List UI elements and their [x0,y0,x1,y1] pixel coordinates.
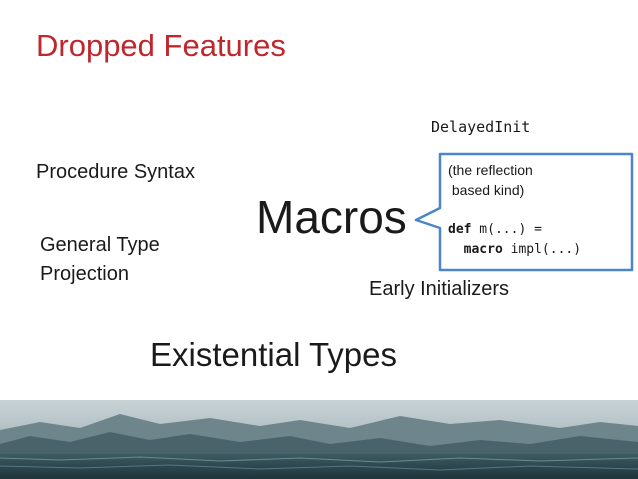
callout-line-2: based kind) [448,182,525,198]
general-type-line-1: General Type [40,234,160,256]
callout-code-line-1: def m(...) = [448,220,581,240]
existential-types-label: Existential Types [150,336,398,373]
code-indent [448,242,464,257]
mountain-landscape-banner [0,400,638,479]
callout-blank-line [448,200,581,220]
early-initializers-label: Early Initializers [369,278,510,300]
code-keyword-macro: macro [463,242,503,257]
callout-shape [414,152,634,272]
callout-text: (the reflection based kind) def m(...) =… [448,160,581,260]
procedure-syntax-label: Procedure Syntax [36,161,195,183]
callout-line-1: (the reflection [448,162,533,178]
code-keyword-def: def [448,222,472,237]
slide-title: Dropped Features [36,28,286,63]
callout-code-line-2: macro impl(...) [448,240,581,260]
general-type-projection-label: General Type Projection [40,231,160,289]
general-type-line-2: Projection [40,263,129,285]
delayed-init-label: DelayedInit [431,118,531,136]
macros-label: Macros [256,191,407,243]
code-rest-1: m(...) = [471,222,542,237]
code-rest-2: impl(...) [502,242,582,257]
callout-bubble: (the reflection based kind) def m(...) =… [410,150,638,280]
